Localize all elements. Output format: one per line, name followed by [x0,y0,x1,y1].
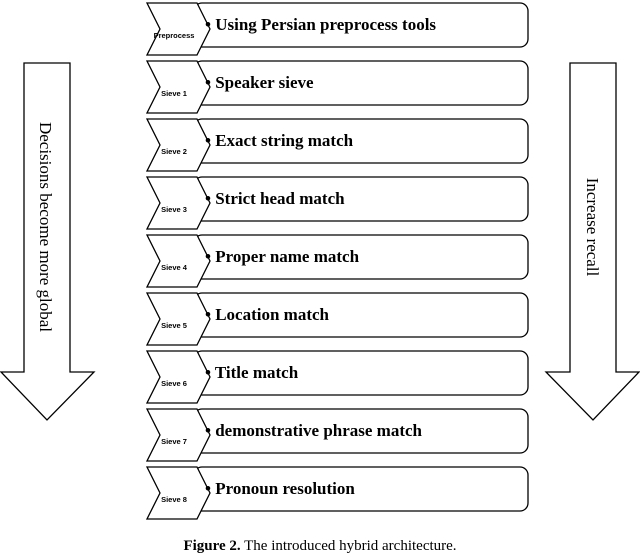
sieve-pipeline: Preprocess • Using Persian preprocess too… [145,2,529,520]
pipeline-step: Sieve 3 • Strict head match [145,176,529,230]
stage-chevron [145,2,211,56]
stage-label: Sieve 7 [161,437,187,446]
stage-chevron [145,60,211,114]
caption-text: The introduced hybrid architecture. [240,538,457,554]
stage-chevron [145,292,211,346]
step-label: • Proper name match [205,247,360,266]
stage-chevron [145,466,211,520]
pipeline-step: Sieve 7 • demonstrative phrase match [145,408,529,462]
pipeline-step: Sieve 1 • Speaker sieve [145,60,529,114]
right-down-arrow: Increase recall [544,62,640,421]
stage-label: Sieve 4 [161,263,188,272]
stage-chevron [145,234,211,288]
step-label: • Pronoun resolution [205,479,355,498]
right-arrow-label: Increase recall [583,178,602,277]
stage-label: Sieve 1 [161,89,187,98]
architecture-diagram: Decisions become more global Increase re… [0,2,640,520]
stage-chevron [145,176,211,230]
step-label: • Speaker sieve [205,73,314,92]
pipeline-step: Sieve 4 • Proper name match [145,234,529,288]
step-label: • Title match [205,363,299,382]
caption-label: Figure 2. [183,538,241,554]
step-label: • demonstrative phrase match [205,421,423,440]
pipeline-step: Sieve 8 • Pronoun resolution [145,466,529,520]
left-down-arrow: Decisions become more global [0,62,96,421]
step-label: • Exact string match [205,131,354,150]
stage-chevron [145,408,211,462]
stage-label: Sieve 3 [161,205,187,214]
figure-caption: Figure 2. The introduced hybrid architec… [0,538,640,555]
pipeline-step: Sieve 5 • Location match [145,292,529,346]
step-label: • Location match [205,305,330,324]
left-arrow-label: Decisions become more global [36,122,55,332]
step-label: • Using Persian preprocess tools [205,15,436,34]
pipeline-step: Sieve 2 • Exact string match [145,118,529,172]
stage-label: Sieve 6 [161,379,187,388]
step-label: • Strict head match [205,189,345,208]
stage-chevron [145,350,211,404]
pipeline-step: Sieve 6 • Title match [145,350,529,404]
stage-label: Preprocess [154,31,195,40]
pipeline-step: Preprocess • Using Persian preprocess too… [145,2,529,56]
stage-label: Sieve 8 [161,495,187,504]
stage-chevron [145,118,211,172]
stage-label: Sieve 5 [161,321,187,330]
stage-label: Sieve 2 [161,147,187,156]
